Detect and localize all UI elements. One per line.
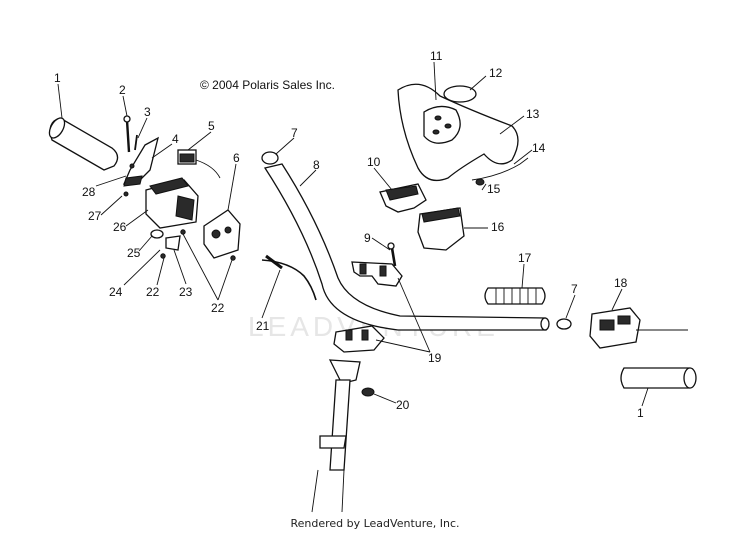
callout-5: 5 [208,119,215,133]
switch-block [177,149,221,179]
pod-wire [471,157,529,186]
callout-14: 14 [532,141,546,155]
lower-housing [417,207,465,251]
callout-20: 20 [396,398,410,412]
clamp-bolt [387,242,397,267]
callout-17: 17 [518,251,532,265]
callout-3: 3 [144,105,151,119]
right-switch [589,307,688,349]
callout-labels: 1 2 3 4 5 6 7 8 10 11 12 13 14 15 16 9 1… [54,49,644,420]
upper-housing [379,183,427,213]
callout-7: 7 [291,126,298,140]
lower-clamp [333,325,385,353]
end-plug-right [556,318,572,330]
callout-7b: 7 [571,282,578,296]
callout-12: 12 [489,66,503,80]
callout-13: 13 [526,107,540,121]
steering-post [311,359,361,513]
callout-23: 23 [179,285,193,299]
switch-cover [203,209,241,259]
callout-6: 6 [233,151,240,165]
right-grip [620,367,697,389]
callout-22: 22 [211,301,225,315]
callout-25: 25 [127,246,141,260]
left-grip [48,117,119,171]
callout-27: 27 [88,209,102,223]
callout-28: 28 [82,185,96,199]
callout-1b: 1 [637,406,644,420]
grip-sleeve [484,287,546,305]
callout-26: 26 [113,220,127,234]
callout-16: 16 [491,220,505,234]
callout-9: 9 [364,231,371,245]
screw-2 [123,115,131,153]
end-plug-left [261,151,279,165]
callout-18: 18 [614,276,628,290]
throttle-housing [145,177,199,229]
callout-1: 1 [54,71,61,85]
callout-11: 11 [430,49,443,63]
footer-credit: Rendered by LeadVenture, Inc. [290,517,460,530]
callout-19: 19 [428,351,442,365]
callout-15: 15 [487,182,501,196]
clip [165,235,181,251]
upper-clamp [351,261,403,287]
callout-8: 8 [313,158,320,172]
callout-2: 2 [119,83,126,97]
throttle-cable [261,254,317,301]
callout-21: 21 [256,319,270,333]
spacer [150,229,164,239]
callout-4: 4 [172,132,179,146]
throttle-lever [122,136,159,187]
handlebar [263,163,550,331]
small-screws [123,163,236,261]
leader-lines [57,61,649,407]
nut [361,387,375,397]
callout-24: 24 [109,285,123,299]
callout-22b: 22 [146,285,160,299]
pod-cover [397,83,519,182]
copyright-notice: © 2004 Polaris Sales Inc. [200,78,335,92]
screw-3 [134,134,138,151]
callout-10: 10 [367,155,381,169]
